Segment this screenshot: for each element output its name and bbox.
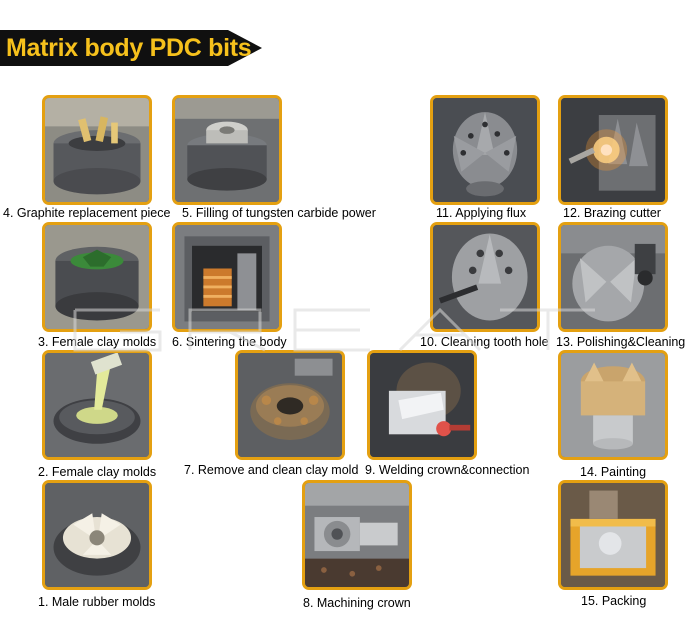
step-caption: 11. Applying flux	[436, 206, 527, 220]
painting-photo	[558, 350, 668, 460]
step-caption: 14. Painting	[580, 465, 647, 479]
tungsten-filling-photo	[172, 95, 282, 205]
cleaning-tooth-hole-photo	[430, 222, 540, 332]
step-caption: 10. Cleaning tooth hole	[420, 335, 549, 349]
step-caption: 13. Polishing&Cleaning	[556, 335, 686, 349]
machining-crown-photo	[302, 480, 412, 590]
packing-photo	[558, 480, 668, 590]
welding-photo	[367, 350, 477, 460]
female-clay-molds-photo	[42, 350, 152, 460]
male-rubber-molds-photo	[42, 480, 152, 590]
page-title: Matrix body PDC bits	[6, 34, 252, 62]
step-caption: 3. Female clay molds	[38, 335, 157, 349]
step-caption: 4. Graphite replacement piece	[3, 206, 171, 220]
step-caption: 6. Sintering the body	[172, 335, 287, 349]
female-clay-molds-photo	[42, 222, 152, 332]
step-caption: 5. Filling of tungsten carbide power	[182, 206, 376, 220]
step-caption: 7. Remove and clean clay mold	[184, 463, 359, 477]
sintering-furnace-photo	[172, 222, 282, 332]
step-caption: 2. Female clay molds	[38, 465, 157, 479]
applying-flux-photo	[430, 95, 540, 205]
title-banner: Matrix body PDC bits	[0, 30, 262, 66]
step-caption: 12. Brazing cutter	[563, 206, 661, 220]
step-caption: 8. Machining crown	[303, 596, 411, 610]
polishing-photo	[558, 222, 668, 332]
brazing-cutter-photo	[558, 95, 668, 205]
step-caption: 1. Male rubber molds	[38, 595, 156, 609]
graphite-piece-photo	[42, 95, 152, 205]
step-caption: 15. Packing	[581, 594, 647, 608]
clean-clay-mold-photo	[235, 350, 345, 460]
step-caption: 9. Welding crown&connection	[365, 463, 530, 477]
